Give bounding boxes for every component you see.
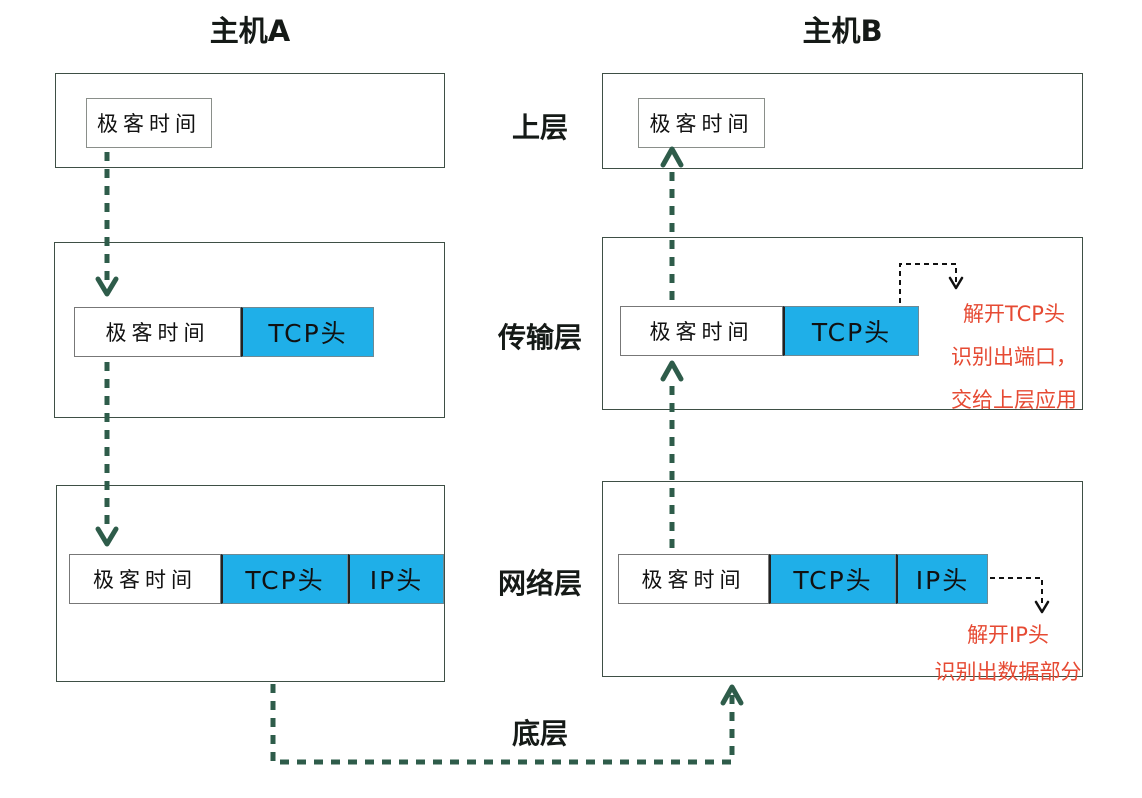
payload-segment: 极客时间 xyxy=(620,306,783,356)
host-a-upper-payload: 极客时间 xyxy=(86,98,212,148)
host-a-upper-layer-box: 极客时间 xyxy=(55,73,445,168)
tcp-header-segment: TCP头 xyxy=(769,554,896,604)
layer-label-upper: 上层 xyxy=(511,111,568,144)
host-a-title: 主机A xyxy=(209,14,291,48)
host-b-title: 主机B xyxy=(802,14,883,48)
host-a-transport-layer-box: 极客时间 TCP头 xyxy=(54,242,445,418)
host-b-upper-layer-box: 极客时间 xyxy=(602,73,1083,169)
host-b-transport-packet: 极客时间 TCP头 xyxy=(620,306,919,356)
payload-segment: 极客时间 xyxy=(74,307,241,357)
payload-segment: 极客时间 xyxy=(618,554,769,604)
tcp-header-segment: TCP头 xyxy=(241,307,374,357)
arrowhead-up-bottom-link xyxy=(720,684,744,706)
ip-header-segment: IP头 xyxy=(896,554,988,604)
payload-segment: 极客时间 xyxy=(69,554,221,604)
tcp-header-segment: TCP头 xyxy=(783,306,919,356)
host-a-transport-packet: 极客时间 TCP头 xyxy=(74,307,374,357)
ip-note-line-1: 解开IP头 xyxy=(967,623,1049,647)
layer-label-bottom: 底层 xyxy=(511,717,568,750)
layer-label-transport: 传输层 xyxy=(497,321,582,354)
tcp-note-line-3: 交给上层应用 xyxy=(951,388,1077,412)
host-a-network-layer-box: 极客时间 TCP头 IP头 xyxy=(56,485,445,682)
host-b-network-packet: 极客时间 TCP头 IP头 xyxy=(618,554,988,604)
tcp-unpack-note: 解开TCP头 识别出端口， 交给上层应用 xyxy=(940,293,1088,422)
ip-unpack-note: 解开IP头 识别出数据部分 xyxy=(930,617,1086,691)
host-a-network-packet: 极客时间 TCP头 IP头 xyxy=(69,554,444,604)
tcp-header-segment: TCP头 xyxy=(221,554,348,604)
tcp-note-line-1: 解开TCP头 xyxy=(963,302,1065,326)
tcp-note-line-2: 识别出端口， xyxy=(951,345,1077,369)
layer-label-network: 网络层 xyxy=(497,567,582,600)
ip-note-line-2: 识别出数据部分 xyxy=(934,660,1082,684)
ip-header-segment: IP头 xyxy=(348,554,444,604)
host-b-upper-payload: 极客时间 xyxy=(638,98,765,148)
